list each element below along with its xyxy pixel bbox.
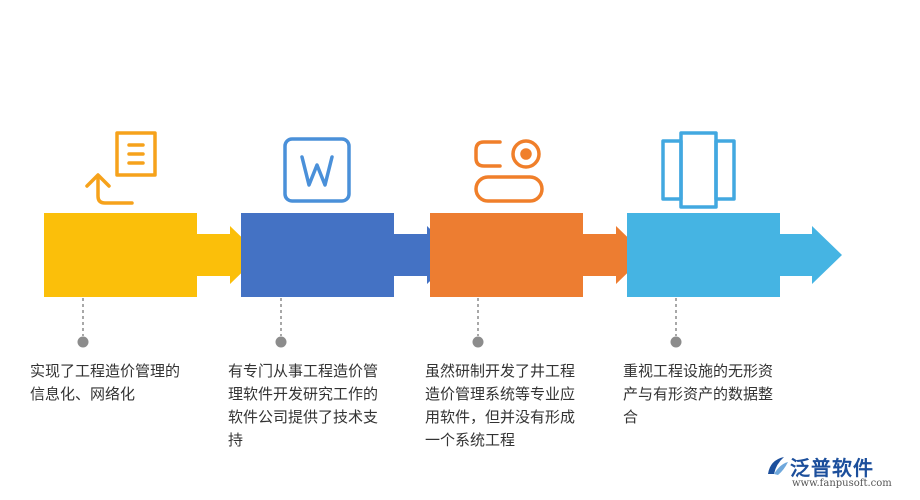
step-4-description: 重视工程设施的无形资 产与有形资产的数据整 合 <box>623 362 774 426</box>
panels-icon <box>661 131 736 209</box>
step-2-block <box>241 213 394 297</box>
document-return-icon <box>85 131 157 205</box>
step-4 <box>627 131 842 348</box>
brand-logo-icon <box>768 457 788 475</box>
brand-name: 泛普软件 <box>790 456 874 480</box>
step-3-dot <box>472 336 484 348</box>
step-1 <box>44 131 260 348</box>
brand-url: www.fanpusoft.com <box>792 478 892 489</box>
step-4-arrow <box>778 226 842 284</box>
step-2 <box>241 137 457 348</box>
brand-watermark: 泛普软件 www.fanpusoft.com <box>764 452 904 492</box>
step-4-dot <box>670 336 682 348</box>
step-1-block <box>44 213 197 297</box>
step-1-dot <box>77 336 89 348</box>
server-toggle-icon <box>474 139 544 203</box>
step-2-description: 有专门从事工程造价管 理软件开发研究工作的 软件公司提供了技术支 持 <box>228 362 379 449</box>
word-document-icon <box>283 137 351 203</box>
step-4-block <box>627 213 780 297</box>
step-3-block <box>430 213 583 297</box>
step-1-description: 实现了工程造价管理的 信息化、网络化 <box>30 362 181 403</box>
step-3 <box>430 139 646 348</box>
step-2-dot <box>275 336 287 348</box>
step-3-description: 虽然研制开发了井工程 造价管理系统等专业应 用软件，但并没有形成 一个系统工程 <box>425 362 576 449</box>
